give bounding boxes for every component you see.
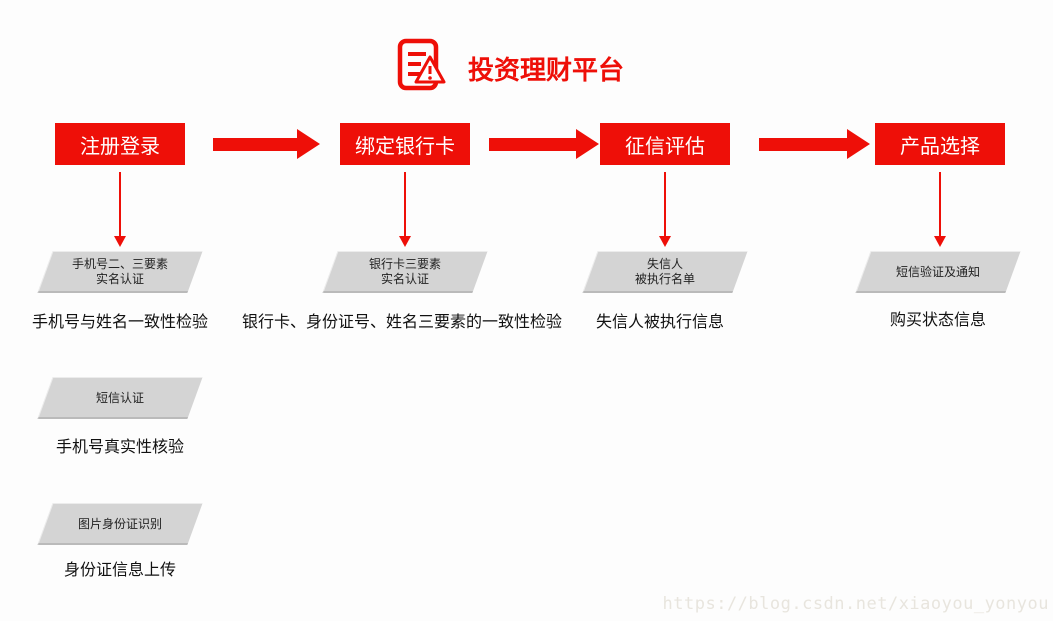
arrow-head <box>659 236 671 247</box>
arrow-head <box>399 236 411 247</box>
tag-phone-three-factor-auth: 手机号二、三要素 实名认证 <box>37 251 203 293</box>
page-title: 投资理财平台 <box>468 55 625 85</box>
arrow-shaft <box>664 172 666 236</box>
tag-label: 图片身份证识别 <box>45 503 195 545</box>
tag-label: 手机号二、三要素 实名认证 <box>45 251 195 293</box>
arrow-shaft <box>119 172 121 236</box>
tag-line-1: 短信验证及通知 <box>895 264 980 279</box>
arrow-shaft <box>213 138 297 151</box>
desc-dishonest-executed-info: 失信人被执行信息 <box>595 314 724 331</box>
arrow-shaft <box>939 172 941 236</box>
desc-purchase-status-info: 购买状态信息 <box>889 312 986 329</box>
step-box-product-selection: 产品选择 <box>875 123 1005 165</box>
desc-bank-three-factor-consistency-check: 银行卡、身份证号、姓名三要素的一致性检验 <box>241 314 562 331</box>
arrow-shaft <box>404 172 406 236</box>
tag-line-1: 银行卡三要素 <box>368 257 441 271</box>
tag-line-1: 失信人 <box>646 257 683 271</box>
watermark-url: https://blog.csdn.net/xiaoyou_yonyou <box>662 594 1049 614</box>
arrow-head <box>847 129 870 159</box>
tag-sms-auth: 短信认证 <box>37 377 203 419</box>
desc-id-card-info-upload: 身份证信息上传 <box>63 562 176 579</box>
arrow-head <box>114 236 126 247</box>
arrow-head <box>297 129 320 159</box>
desc-phone-name-consistency-check: 手机号与姓名一致性检验 <box>31 314 208 331</box>
step-box-register-login: 注册登录 <box>55 123 185 165</box>
tag-label: 短信认证 <box>45 377 195 419</box>
step-box-bind-bank-card: 绑定银行卡 <box>340 123 470 165</box>
arrow-shaft <box>489 138 576 151</box>
document-warning-icon <box>397 38 446 91</box>
tag-line-2: 实名认证 <box>380 272 429 286</box>
tag-id-card-photo-ocr: 图片身份证识别 <box>37 503 203 545</box>
tag-line-1: 短信认证 <box>95 390 144 405</box>
tag-line-1: 图片身份证识别 <box>77 516 162 531</box>
tag-line-1: 手机号二、三要素 <box>71 257 168 271</box>
tag-dishonest-executed-list: 失信人 被执行名单 <box>582 251 748 293</box>
tag-label: 失信人 被执行名单 <box>590 251 740 293</box>
arrow-head <box>576 129 599 159</box>
tag-bank-card-three-factor-auth: 银行卡三要素 实名认证 <box>322 251 488 293</box>
step-box-credit-assessment: 征信评估 <box>600 123 730 165</box>
tag-line-2: 被执行名单 <box>634 272 695 286</box>
tag-label: 银行卡三要素 实名认证 <box>330 251 480 293</box>
tag-sms-verification-notice: 短信验证及通知 <box>855 251 1021 293</box>
desc-phone-authenticity-check: 手机号真实性核验 <box>55 439 184 456</box>
arrow-head <box>934 236 946 247</box>
tag-line-2: 实名认证 <box>95 272 144 286</box>
arrow-shaft <box>759 138 847 151</box>
tag-label: 短信验证及通知 <box>863 251 1013 293</box>
